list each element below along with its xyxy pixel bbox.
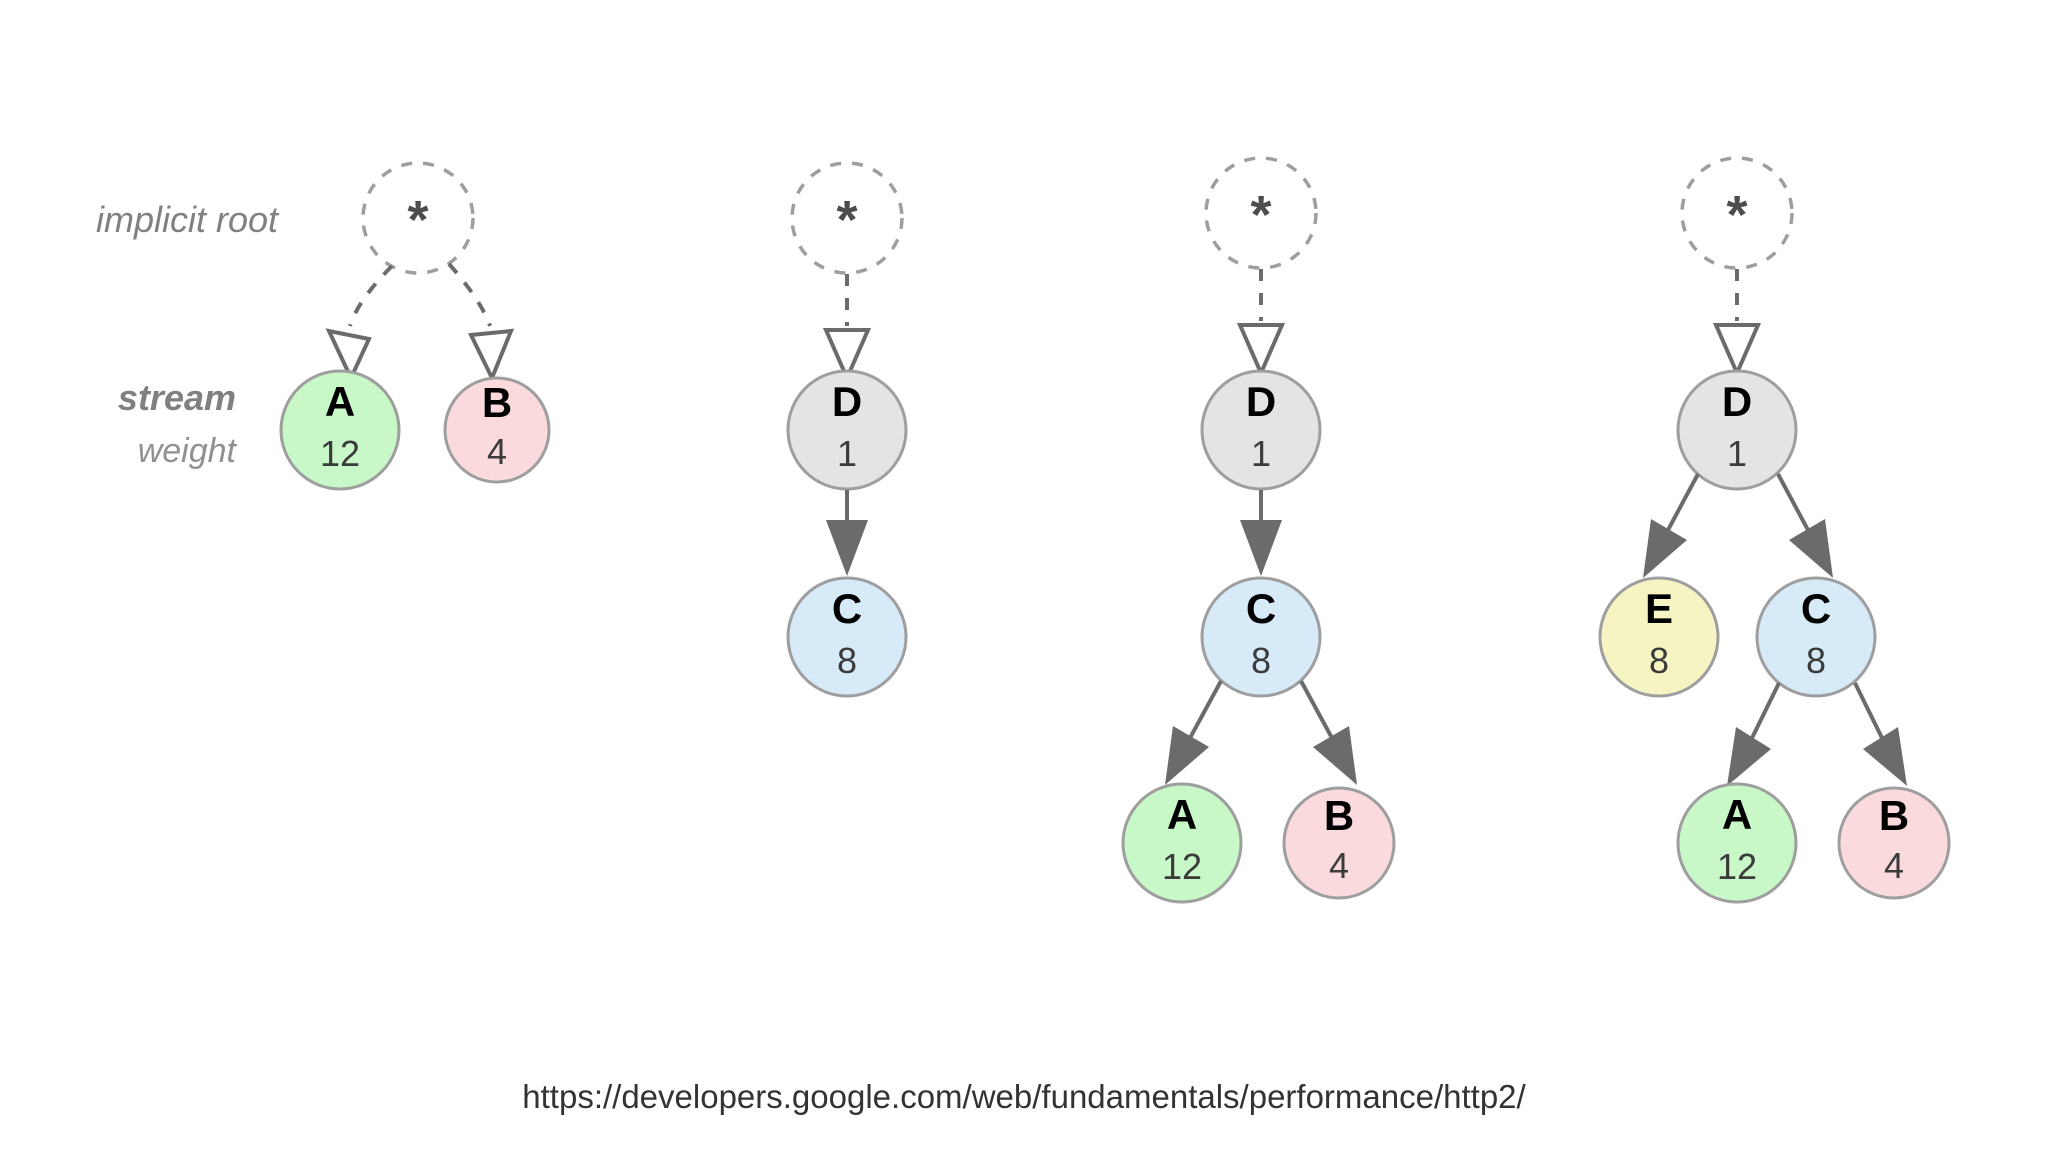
tree-4-node-a[interactable]: A 12 [1676,782,1798,904]
tree-3-arrowhead-b [1313,726,1357,785]
implicit-root-caption: implicit root [96,199,280,240]
asterisk-icon: * [1250,185,1271,245]
node-letter-d: D [832,378,862,425]
node-weight-b: 4 [1329,845,1349,886]
node-circle-e [1598,576,1720,698]
node-circle-b [1282,786,1396,900]
asterisk-icon: * [1726,185,1747,245]
stream-caption: stream [118,377,236,418]
node-circle-d [786,369,908,491]
tree-4-arrowhead-d [1712,323,1762,378]
tree-3: * D 1 C 8 [1121,156,1396,904]
tree-3-arrowhead-c [1240,520,1282,576]
implicit-root-circle [790,161,904,275]
node-circle-c [1755,576,1877,698]
tree-1-edge-root-b [447,262,492,327]
node-weight-b: 4 [487,431,507,472]
tree-4-edge-c-b [1853,682,1884,739]
tree-3-arrowhead-d [1236,323,1286,378]
tree-4: * D 1 E 8 [1598,156,1951,904]
tree-4-arrowhead-c [1789,519,1833,578]
tree-3-edge-c-b [1299,680,1334,739]
tree-1-arrowhead-a [325,328,372,383]
tree-4-arrowhead-e [1643,519,1687,578]
tree-1: * A 12 B 4 [279,161,551,491]
node-letter-a: A [325,378,355,425]
tree-4-implicit-root[interactable]: * [1680,156,1794,270]
tree-1-edge-root-a [348,264,394,327]
node-letter-d: D [1722,378,1752,425]
tree-3-node-d[interactable]: D 1 [1200,369,1322,491]
node-letter-c: C [1246,585,1276,632]
implicit-root-circle [1204,156,1318,270]
tree-4-edge-d-e [1666,473,1700,531]
implicit-root-circle [361,161,475,275]
node-weight-b: 4 [1884,845,1904,886]
asterisk-icon: * [836,190,857,250]
source-url-text[interactable]: https://developers.google.com/web/fundam… [522,1078,1526,1115]
tree-3-node-c[interactable]: C 8 [1200,576,1322,698]
node-circle-a [1121,782,1243,904]
node-weight-e: 8 [1649,640,1669,681]
node-letter-a: A [1167,791,1197,838]
node-circle-d [1200,369,1322,491]
weight-caption: weight [138,432,238,470]
asterisk-icon: * [407,190,428,250]
node-circle-b [443,376,551,484]
node-letter-a: A [1722,791,1752,838]
tree-4-node-d[interactable]: D 1 [1676,369,1798,491]
node-letter-e: E [1645,585,1673,632]
tree-1-arrowhead-b [467,328,515,383]
node-circle-d [1676,369,1798,491]
tree-1-node-a[interactable]: A 12 [279,369,401,491]
node-weight-a: 12 [1717,846,1757,887]
tree-1-node-b[interactable]: B 4 [443,376,551,484]
node-weight-c: 8 [837,640,857,681]
tree-4-node-c[interactable]: C 8 [1755,576,1877,698]
node-letter-d: D [1246,378,1276,425]
tree-3-node-b[interactable]: B 4 [1282,786,1396,900]
node-circle-c [1200,576,1322,698]
tree-2-arrowhead-c [826,520,868,576]
node-letter-c: C [832,585,862,632]
node-weight-d: 1 [1251,433,1271,474]
node-weight-a: 12 [1162,846,1202,887]
node-circle-a [1676,782,1798,904]
tree-4-edge-c-a [1750,682,1781,739]
tree-4-node-e[interactable]: E 8 [1598,576,1720,698]
node-circle-a [279,369,401,491]
tree-4-arrowhead-a [1727,727,1771,786]
tree-1-implicit-root[interactable]: * [361,161,475,275]
tree-4-arrowhead-b [1863,727,1907,786]
node-circle-c [786,576,908,698]
node-weight-c: 8 [1251,640,1271,681]
tree-4-node-b[interactable]: B 4 [1837,786,1951,900]
tree-2-node-c[interactable]: C 8 [786,576,908,698]
tree-3-node-a[interactable]: A 12 [1121,782,1243,904]
tree-3-arrowhead-a [1165,726,1209,785]
tree-3-edge-c-a [1188,680,1223,739]
implicit-root-circle [1680,156,1794,270]
node-letter-c: C [1801,585,1831,632]
tree-2: * D 1 C 8 [786,161,908,698]
node-letter-b: B [1879,792,1909,839]
node-weight-a: 12 [320,433,360,474]
node-letter-b: B [482,379,512,426]
node-weight-d: 1 [1727,433,1747,474]
tree-2-implicit-root[interactable]: * [790,161,904,275]
node-letter-b: B [1324,792,1354,839]
node-circle-b [1837,786,1951,900]
tree-4-edge-d-c [1776,473,1810,531]
node-weight-d: 1 [837,433,857,474]
tree-2-node-d[interactable]: D 1 [786,369,908,491]
node-weight-c: 8 [1806,640,1826,681]
tree-3-implicit-root[interactable]: * [1204,156,1318,270]
tree-2-arrowhead-d [822,328,872,383]
